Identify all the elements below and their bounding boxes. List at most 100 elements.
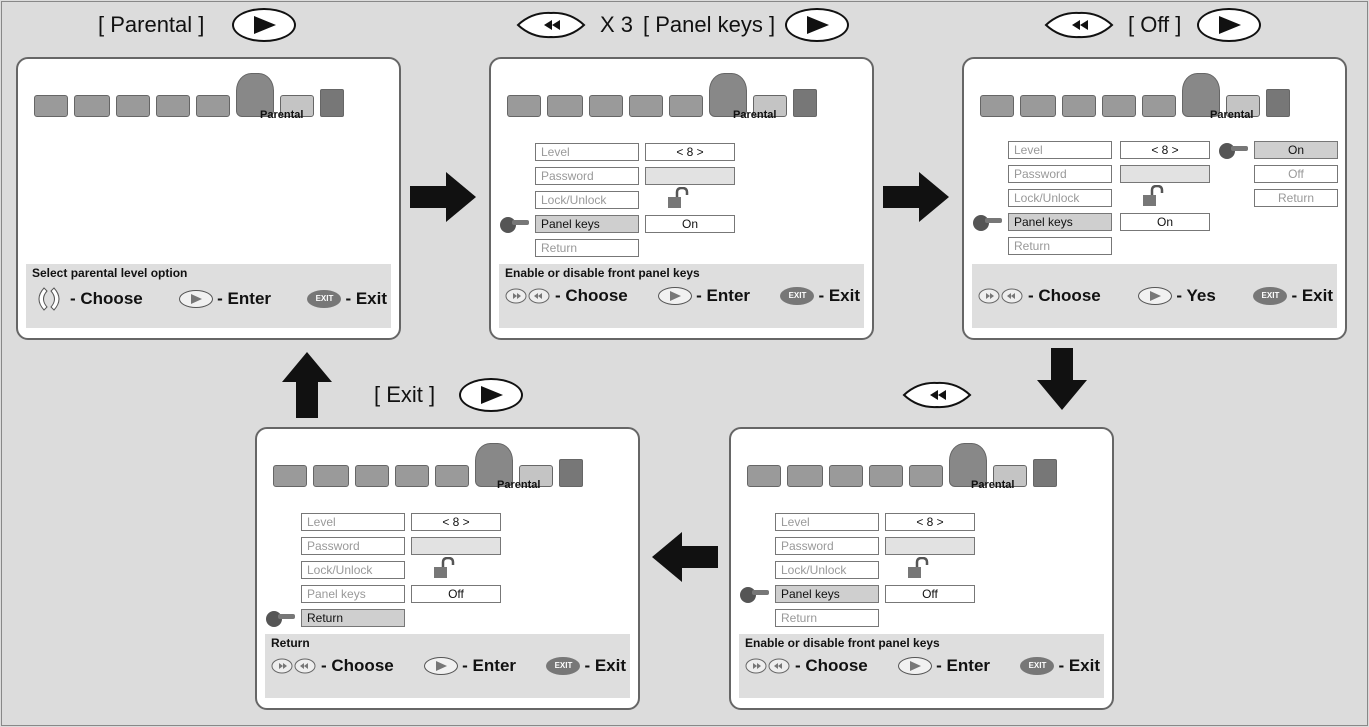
rewind-key-icon: [898, 380, 976, 410]
menu-item-panel-keys[interactable]: Panel keys: [535, 215, 639, 233]
menu-item-password[interactable]: Password: [775, 537, 879, 555]
screen-return-selected: Parental Level Password Lock/Unlock Pane…: [255, 427, 640, 710]
forward-rewind-keys-icon: [271, 658, 316, 674]
menu-item-lock-unlock[interactable]: Lock/Unlock: [301, 561, 405, 579]
misc-icon: [753, 95, 787, 117]
enter-label: - Enter: [462, 656, 517, 675]
menu-icon-bar: [273, 443, 583, 487]
language-icon: [980, 95, 1014, 117]
help-hint: Select parental level option: [32, 266, 188, 280]
menu-icon-bar: [507, 73, 817, 117]
exit-label: - Exit: [1058, 656, 1101, 675]
caption-panel-keys-text: [ Panel keys ]: [643, 12, 776, 37]
parental-icon: [236, 73, 274, 117]
caption-exit-text: [ Exit ]: [374, 382, 436, 407]
unlock-icon: [434, 557, 455, 578]
video-icon: [547, 95, 583, 117]
help-bar: Enable or disable front panel keys - Cho…: [499, 264, 864, 328]
panel-keys-value[interactable]: Off: [885, 585, 975, 603]
screen-panel-keys-off: Parental Level Password Lock/Unlock Pane…: [729, 427, 1114, 710]
enter-key-icon: [1138, 287, 1173, 305]
exit-door-icon: [793, 89, 817, 117]
enter-key-icon: [179, 290, 214, 308]
forward-rewind-keys-icon: [978, 288, 1023, 304]
audio-icon: [1062, 95, 1096, 117]
password-value[interactable]: [885, 537, 975, 555]
password-value[interactable]: [1120, 165, 1210, 183]
language-icon: [34, 95, 68, 117]
menu-item-level[interactable]: Level: [775, 513, 879, 531]
level-value[interactable]: < 8 >: [411, 513, 501, 531]
key-legend: - Choose - Enter EXIT - Exit: [32, 286, 387, 312]
panel-keys-value[interactable]: Off: [411, 585, 501, 603]
menu-icon-bar: [747, 443, 1057, 487]
option-return[interactable]: Return: [1254, 189, 1338, 207]
parental-icon: [475, 443, 513, 487]
help-bar: Enable or disable front panel keys - Cho…: [739, 634, 1104, 698]
menu-item-lock-unlock[interactable]: Lock/Unlock: [535, 191, 639, 209]
rating-icon: [909, 465, 943, 487]
panel-keys-value[interactable]: On: [1120, 213, 1210, 231]
exit-door-icon: [320, 89, 344, 117]
menu-item-level[interactable]: Level: [301, 513, 405, 531]
menu-item-password[interactable]: Password: [535, 167, 639, 185]
menu-item-level[interactable]: Level: [535, 143, 639, 161]
misc-icon: [280, 95, 314, 117]
caption-rewind: [898, 380, 976, 410]
exit-key-icon: EXIT: [546, 657, 581, 675]
speaker-icon: [1102, 95, 1136, 117]
speaker-icon: [869, 465, 903, 487]
panel-keys-value[interactable]: On: [645, 215, 735, 233]
screen-panel-keys-options: Parental Level Password Lock/Unlock Pane…: [962, 57, 1347, 340]
menu-item-panel-keys[interactable]: Panel keys: [1008, 213, 1112, 231]
exit-key-icon: EXIT: [1020, 657, 1055, 675]
caption-parental: [ Parental ]: [98, 8, 297, 42]
menu-item-password[interactable]: Password: [301, 537, 405, 555]
choose-label: - Choose: [555, 286, 628, 305]
misc-icon: [519, 465, 553, 487]
pointer-hand-icon: [740, 587, 769, 603]
password-value[interactable]: [645, 167, 735, 185]
menu-item-panel-keys[interactable]: Panel keys: [301, 585, 405, 603]
enter-key-icon: [232, 8, 297, 42]
rating-icon: [1142, 95, 1176, 117]
menu-item-password[interactable]: Password: [1008, 165, 1112, 183]
level-value[interactable]: < 8 >: [885, 513, 975, 531]
flow-arrow-left: [652, 532, 718, 582]
rating-icon: [669, 95, 703, 117]
menu-item-return[interactable]: Return: [775, 609, 879, 627]
flow-arrow-right-1: [410, 172, 476, 222]
audio-icon: [589, 95, 623, 117]
menu-item-return[interactable]: Return: [1008, 237, 1112, 255]
rating-icon: [435, 465, 469, 487]
password-value[interactable]: [411, 537, 501, 555]
exit-label: - Exit: [584, 656, 627, 675]
option-on[interactable]: On: [1254, 141, 1338, 159]
help-hint: Enable or disable front panel keys: [505, 266, 700, 280]
level-value[interactable]: < 8 >: [645, 143, 735, 161]
exit-door-icon: [1033, 459, 1057, 487]
rating-icon: [196, 95, 230, 117]
menu-item-lock-unlock[interactable]: Lock/Unlock: [775, 561, 879, 579]
enter-label: - Enter: [936, 656, 991, 675]
enter-label: - Enter: [217, 289, 272, 308]
menu-item-return[interactable]: Return: [301, 609, 405, 627]
enter-key-icon: [459, 378, 524, 412]
flow-arrow-down: [1037, 348, 1087, 410]
menu-item-panel-keys[interactable]: Panel keys: [775, 585, 879, 603]
unlock-icon: [908, 557, 929, 578]
key-legend: - Choose - Enter EXIT - Exit: [271, 656, 626, 676]
menu-title: Parental: [1210, 109, 1254, 121]
menu-item-level[interactable]: Level: [1008, 141, 1112, 159]
rewind-key-icon: [512, 10, 590, 40]
option-off[interactable]: Off: [1254, 165, 1338, 183]
pointer-hand-icon: [266, 611, 295, 627]
misc-icon: [1226, 95, 1260, 117]
exit-key-icon: EXIT: [780, 287, 815, 305]
menu-item-return[interactable]: Return: [535, 239, 639, 257]
parental-icon: [709, 73, 747, 117]
menu-item-lock-unlock[interactable]: Lock/Unlock: [1008, 189, 1112, 207]
menu-title: Parental: [733, 109, 777, 121]
speaker-icon: [156, 95, 190, 117]
level-value[interactable]: < 8 >: [1120, 141, 1210, 159]
